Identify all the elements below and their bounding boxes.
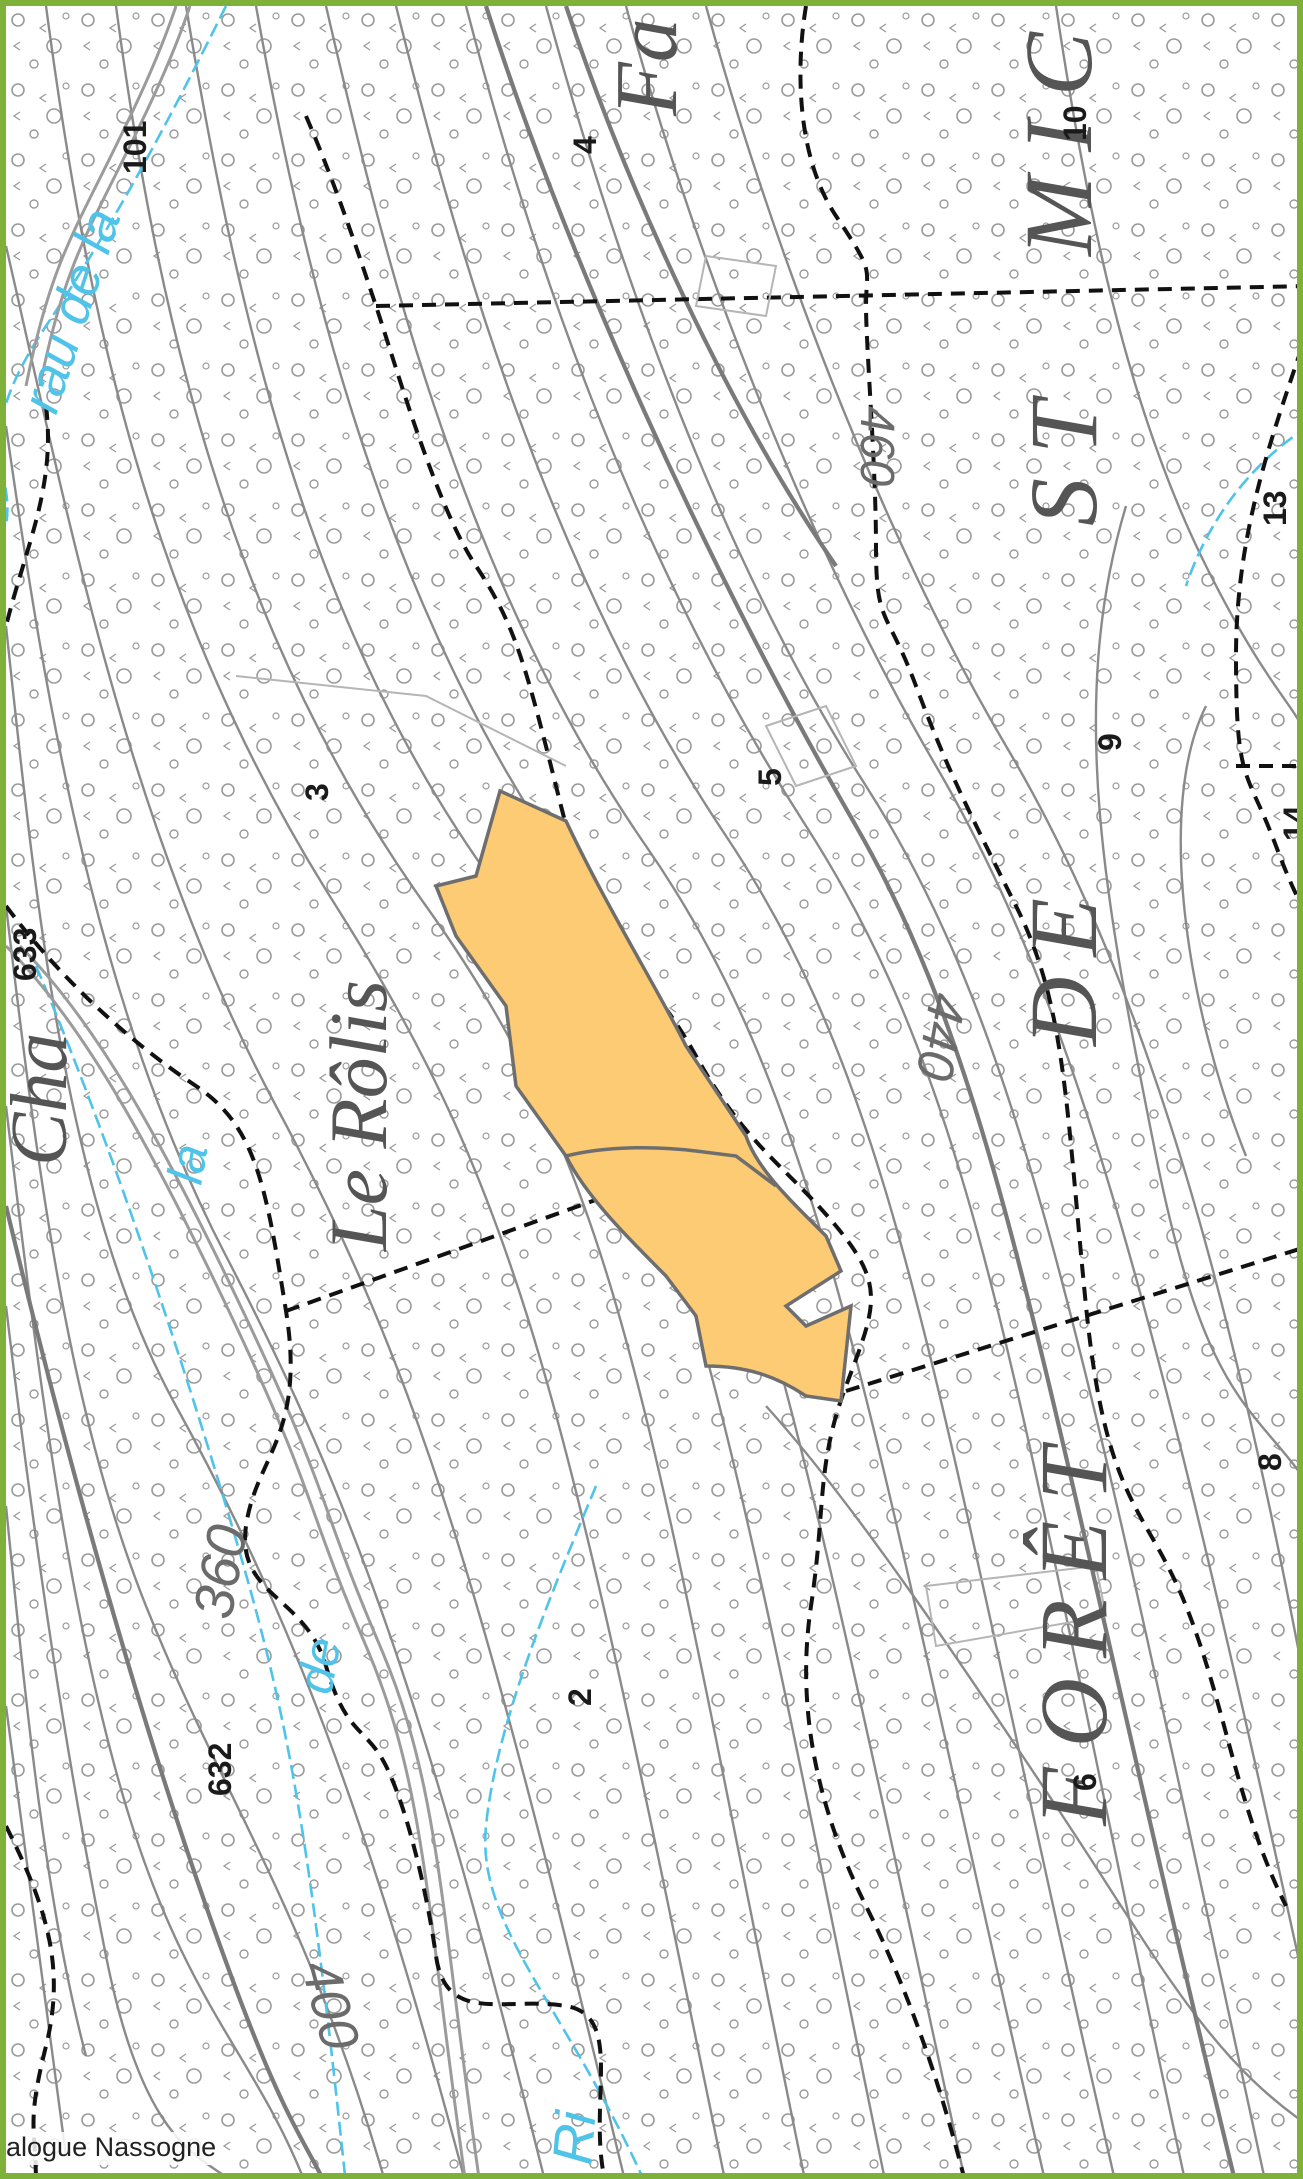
parcel-number-8: 8 — [1252, 1453, 1288, 1471]
highlighted-parcel[interactable] — [433, 788, 854, 1403]
parcel-number-5: 5 — [752, 768, 788, 786]
place-name-mic: MIC — [1005, 8, 1112, 258]
parcel-number-6: 6 — [1067, 1773, 1103, 1791]
parcel-number-14: 14 — [1277, 805, 1303, 841]
map-credit: alogue Nassogne — [6, 2132, 223, 2165]
place-name-fa: Fa — [599, 18, 696, 117]
parcel-number-4: 4 — [567, 136, 603, 154]
water-label-la: la — [157, 1140, 219, 1188]
index-contours — [6, 6, 1236, 2173]
place-name-le-rolis: Le Rôlis — [313, 980, 404, 1252]
parcel-number-633: 633 — [7, 928, 43, 981]
water-label-ri: Ri — [540, 2107, 608, 2167]
parcel-number-632: 632 — [202, 1743, 238, 1796]
place-name-foret: FORÊT — [1020, 1427, 1127, 1827]
parcel-number-13: 13 — [1257, 490, 1293, 526]
contour-label-460: 460 — [850, 406, 903, 486]
water-label-de: de — [287, 1633, 352, 1698]
place-name-st: ST — [1010, 377, 1117, 526]
water-courses — [6, 6, 1297, 2173]
parcel-number-101: 101 — [117, 121, 153, 174]
parcel-number-3: 3 — [299, 783, 335, 801]
place-name-cha: Cha — [6, 1033, 84, 1166]
parcel-number-2: 2 — [562, 1688, 598, 1706]
roads — [6, 6, 480, 2173]
parcel-boundaries — [6, 6, 1297, 2173]
topographic-map[interactable]: Le Rôlis FORÊT DE ST MIC Fa Cha rau de l… — [6, 6, 1303, 2179]
parcel-number-9: 9 — [1092, 733, 1128, 751]
parcel-interior-boundary — [565, 1145, 778, 1188]
footpaths — [235, 254, 1108, 1648]
parcel-number-10: 10 — [1057, 105, 1093, 141]
contour-lines — [6, 6, 1297, 2173]
place-name-de: DE — [1010, 878, 1117, 1048]
